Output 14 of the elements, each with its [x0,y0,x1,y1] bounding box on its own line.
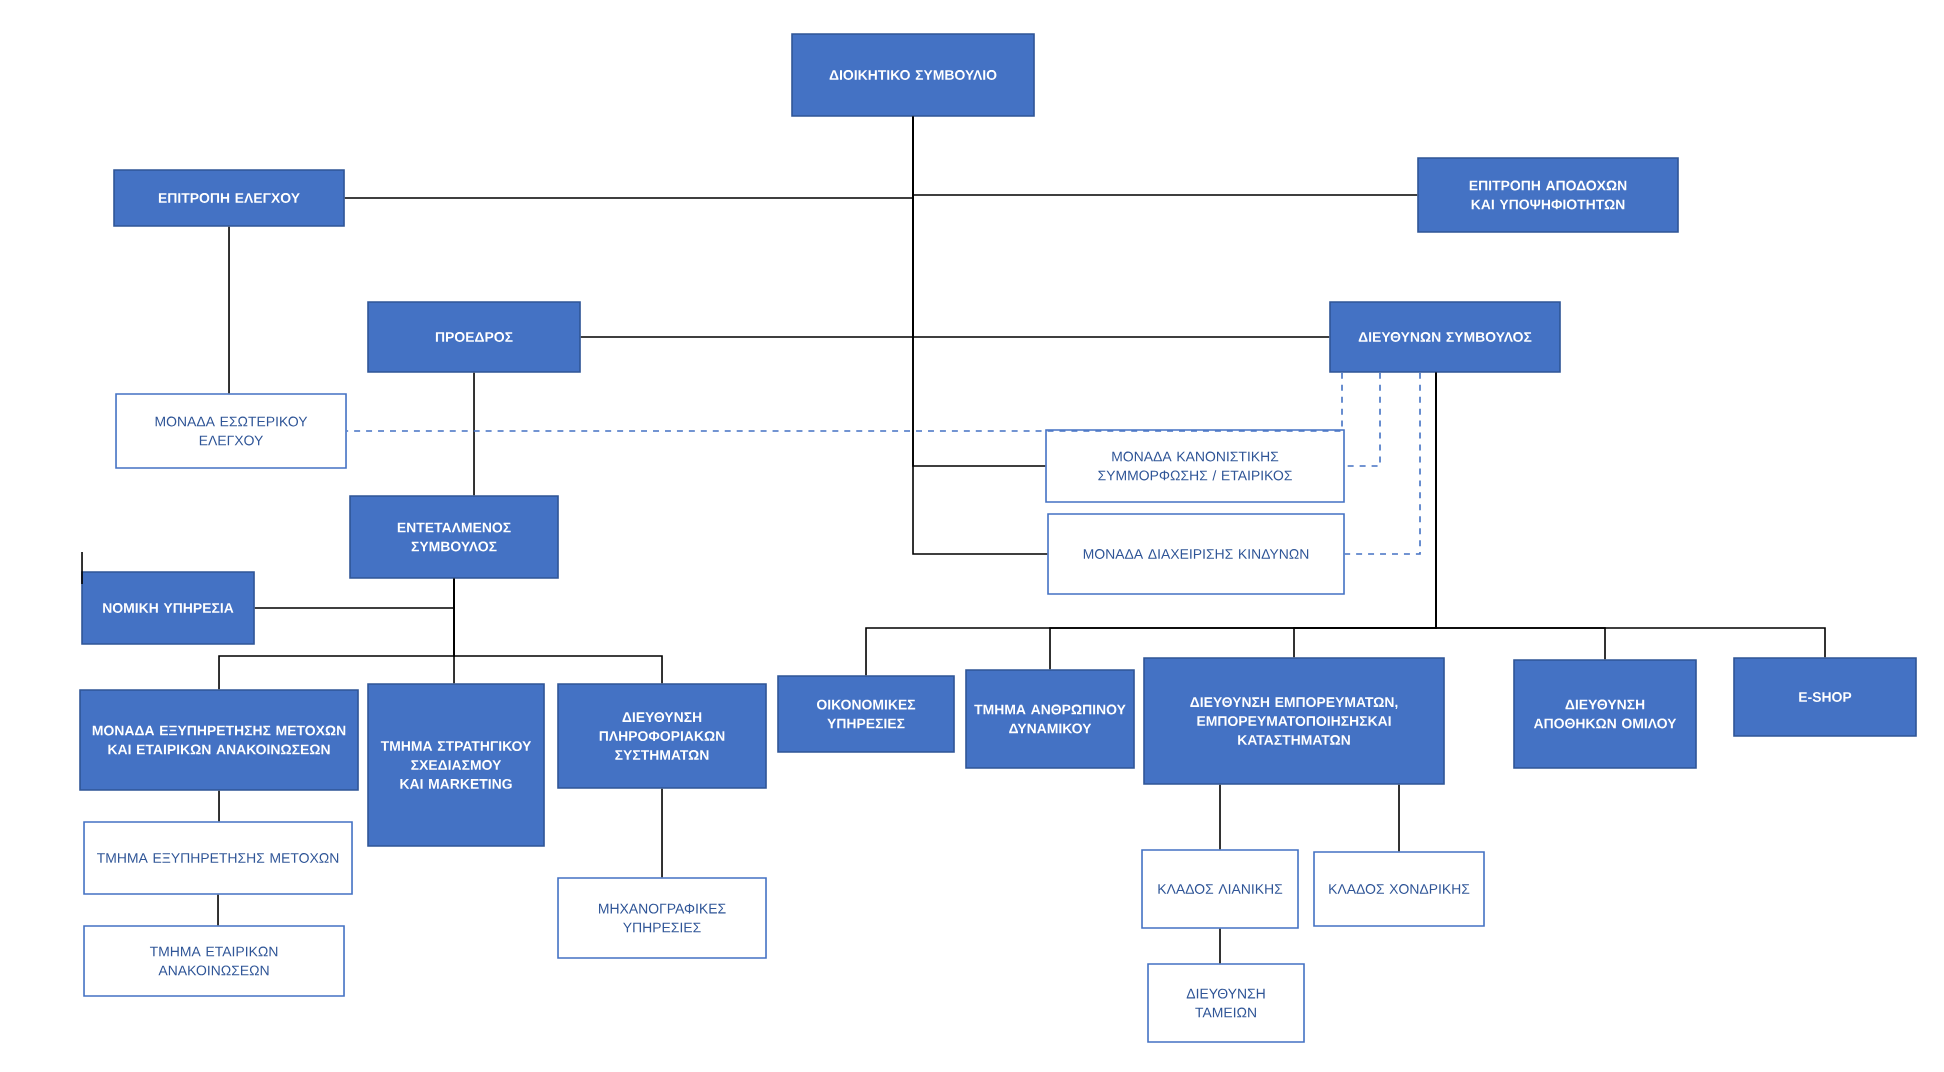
connector-line [1219,928,1221,964]
dashed-connector [346,372,1343,432]
connector-line [1435,372,1826,658]
connector-line [228,226,230,394]
dashed-connector [1344,372,1421,555]
connector-line [1219,784,1221,850]
connector-line [217,894,219,926]
connector-line [661,788,663,878]
connector-line [473,372,475,496]
connector-line [218,790,220,822]
connector-line [1398,784,1400,852]
connector-line [912,116,1048,555]
dashed-connector [1344,372,1381,467]
connector-line [453,578,663,684]
